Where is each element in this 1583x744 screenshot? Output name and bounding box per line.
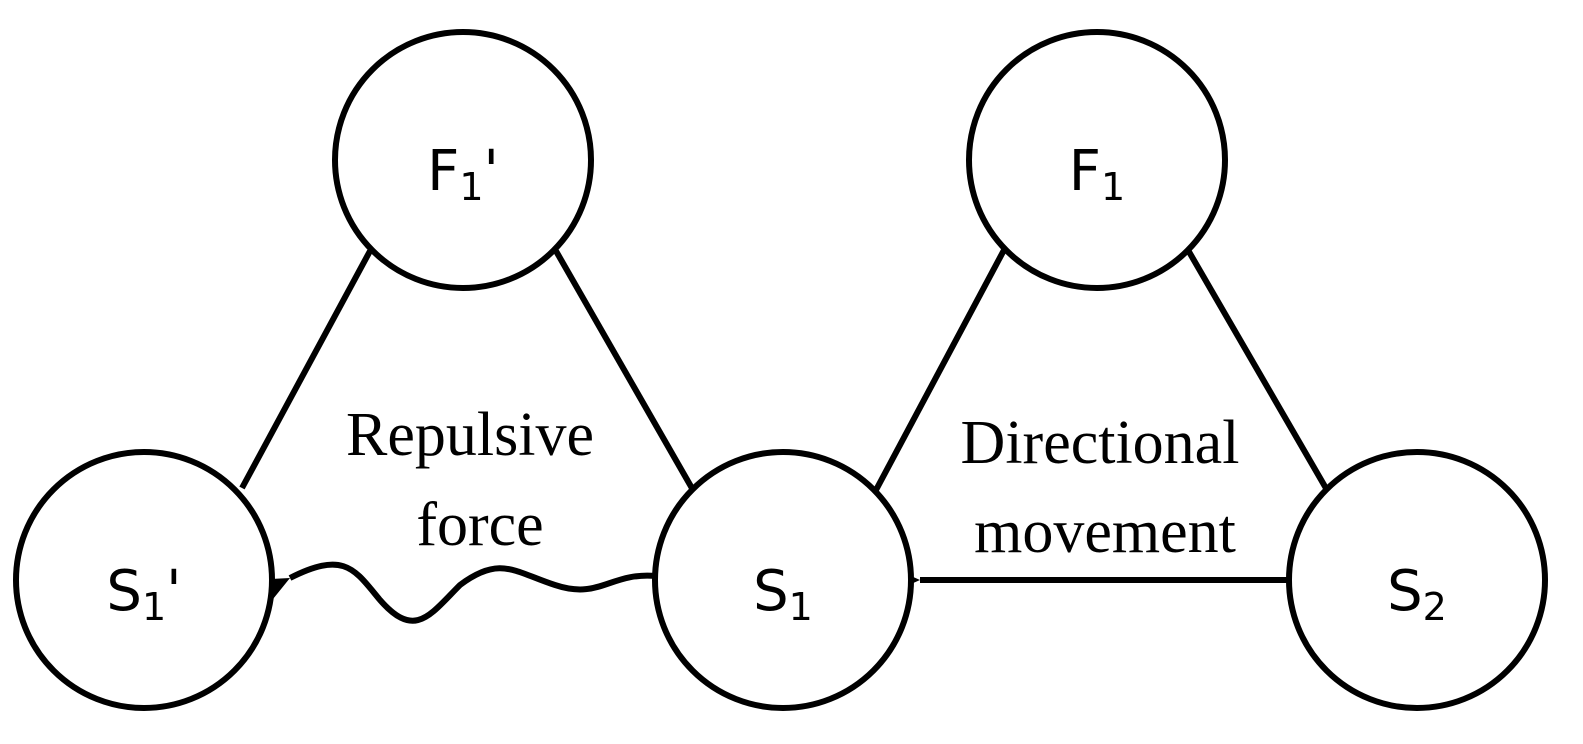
edge-f1-prime-to-s1-prime <box>239 249 373 490</box>
node-f1-label: F1 <box>1069 139 1125 209</box>
node-f1: F1 <box>966 29 1228 291</box>
repulsive-force-label-line1: Repulsive <box>346 401 594 469</box>
edge-f1-to-s1 <box>873 248 1007 492</box>
directional-movement-label-line1: Directional <box>961 409 1240 477</box>
node-f1-prime-label: F1' <box>427 139 499 209</box>
repulsive-force-label-line2: force <box>416 491 543 559</box>
node-s2-label: S2 <box>1387 559 1447 629</box>
node-s1-label: S1 <box>753 559 813 629</box>
node-s1: S1 <box>652 449 914 711</box>
edge-f1-to-s2 <box>1185 248 1330 492</box>
node-f1-prime: F1' <box>332 29 594 291</box>
node-s1-prime: S1' <box>13 449 275 711</box>
repulsive-force-arrow <box>228 561 657 626</box>
edge-f1-prime-to-s1 <box>553 249 696 492</box>
node-s2: S2 <box>1286 449 1548 711</box>
directional-movement-label-line2: movement <box>974 498 1236 566</box>
node-s1-prime-label: S1' <box>106 559 181 629</box>
